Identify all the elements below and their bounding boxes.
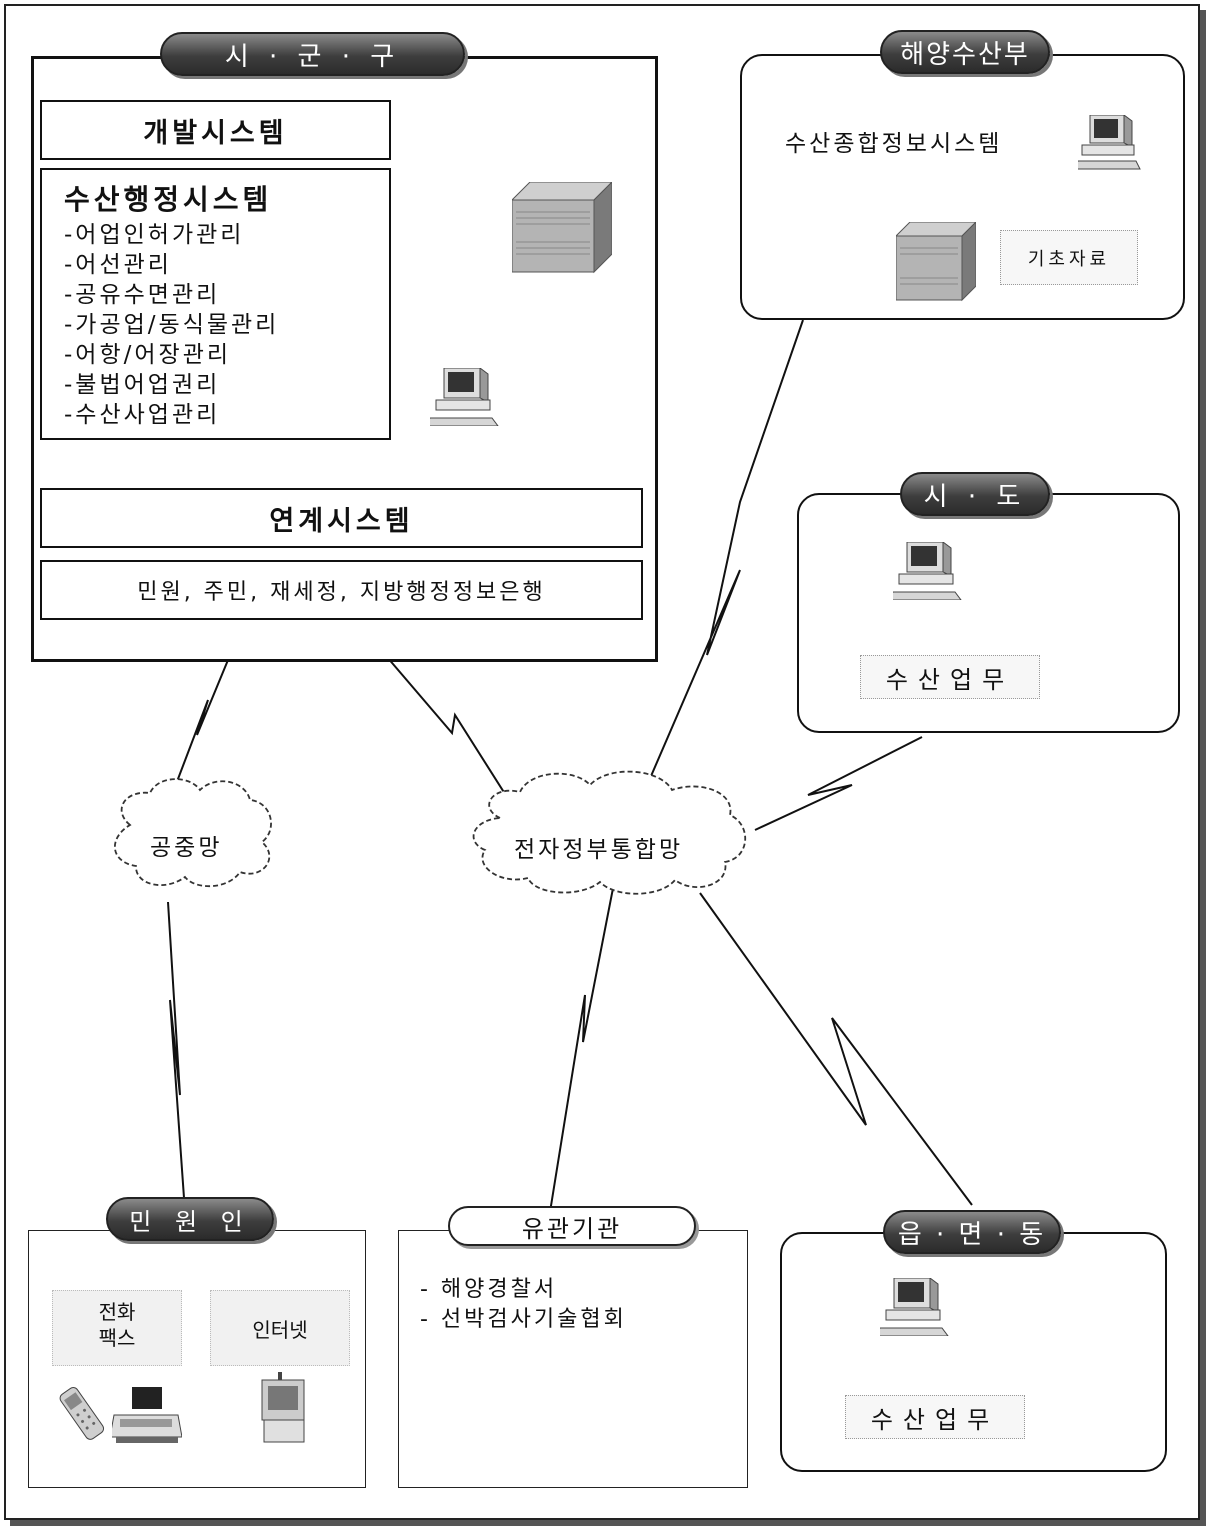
computer-icon [875,1277,950,1340]
admin-system-box: 수산행정시스템 -어업인허가관리 -어선관리 -공유수면관리 -가공업/동식물관… [40,168,391,440]
eup-label: 읍 · 면 · 동 [883,1210,1061,1254]
eup-work-box: 수산업무 [845,1395,1025,1439]
admin-item: -공유수면관리 [64,282,221,308]
admin-system-title: 수산행정시스템 [64,183,273,216]
link-sigungu-public [169,659,229,801]
sido-work-box: 수산업무 [860,655,1040,699]
internet-kiosk-icon [258,1372,310,1448]
link-egov-eup [699,892,973,1206]
fax-label: 팩스 [98,1326,136,1350]
admin-item: -어업인허가관리 [64,222,245,248]
agency-item: - 해양경찰서 [420,1277,558,1302]
admin-item: -어선관리 [64,252,172,278]
server-icon [894,220,978,306]
public-network-cloud [113,778,272,888]
egov-network-cloud [472,770,747,895]
ministry-label: 해양수산부 [880,30,1050,74]
computer-icon [1073,114,1142,175]
link-targets-box: 민원, 주민, 재세정, 지방행정정보은행 [40,560,643,620]
base-data-box: 기초자료 [1000,230,1138,285]
fisheries-info-system: 수산종합정보시스템 [785,131,1003,157]
admin-item: -어항/어장관리 [64,342,232,368]
agencies-box [398,1230,748,1488]
computer-icon [888,541,963,604]
internet-box: 인터넷 [210,1290,350,1366]
admin-item: -불법어업권리 [64,372,221,398]
admin-item: -수산사업관리 [64,402,221,428]
agencies-label: 유관기관 [448,1206,696,1246]
mobile-phone-icon [56,1385,106,1447]
sigungu-label: 시 · 군 · 구 [160,32,465,76]
admin-item: -가공업/동식물관리 [64,312,280,338]
computer-icon [425,367,500,430]
link-sigungu-egov [386,656,513,806]
agencies-list: - 해양경찰서 - 선박검사기술협회 [420,1275,627,1335]
phone-label: 전화 [98,1300,136,1324]
link-public-civil [167,901,186,1213]
phone-fax-box: 전화 팩스 [52,1290,182,1366]
sido-label: 시 · 도 [900,472,1050,516]
link-system-box: 연계시스템 [40,488,643,548]
civil-label: 민 원 인 [106,1197,274,1241]
fax-machine-icon [109,1385,183,1449]
link-egov-agencies [549,877,616,1213]
link-ministry-egov [644,319,804,791]
egov-network-label: 전자정부통합망 [514,837,684,863]
public-network-label: 공중망 [150,835,223,861]
link-sido-egov [754,736,923,831]
server-icon [510,180,614,278]
dev-system-box: 개발시스템 [40,100,391,160]
agency-item: - 선박검사기술협회 [420,1307,627,1332]
